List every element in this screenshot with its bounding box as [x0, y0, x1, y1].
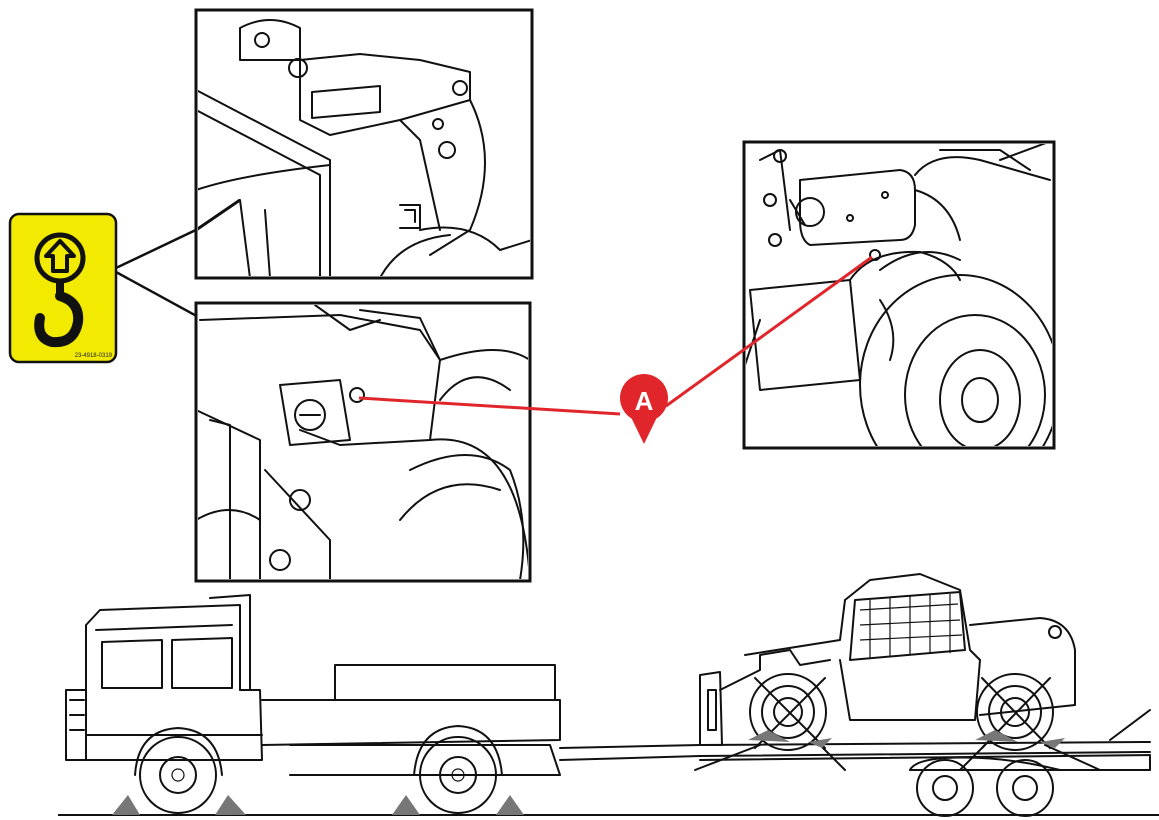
ground-line	[58, 795, 1159, 816]
low-loader-trailer	[559, 709, 1151, 817]
callout-leader-right	[665, 255, 873, 408]
callout-a: A	[358, 255, 873, 444]
lifting-sign: 23-4918-0319	[8, 212, 118, 364]
lower-left-detail-panel	[194, 301, 532, 583]
lifting-hook-arrow-up-icon	[34, 232, 86, 348]
transport-scene	[58, 573, 1159, 817]
callout-leader-left	[358, 396, 621, 416]
upper-left-detail-panel	[194, 8, 534, 280]
telehandler	[694, 573, 1101, 771]
callout-marker	[620, 374, 668, 444]
right-detail-panel	[742, 140, 1056, 450]
truck	[65, 594, 561, 814]
sign-code-text: 23-4918-0319	[75, 353, 113, 359]
callout-label: A	[635, 386, 654, 416]
